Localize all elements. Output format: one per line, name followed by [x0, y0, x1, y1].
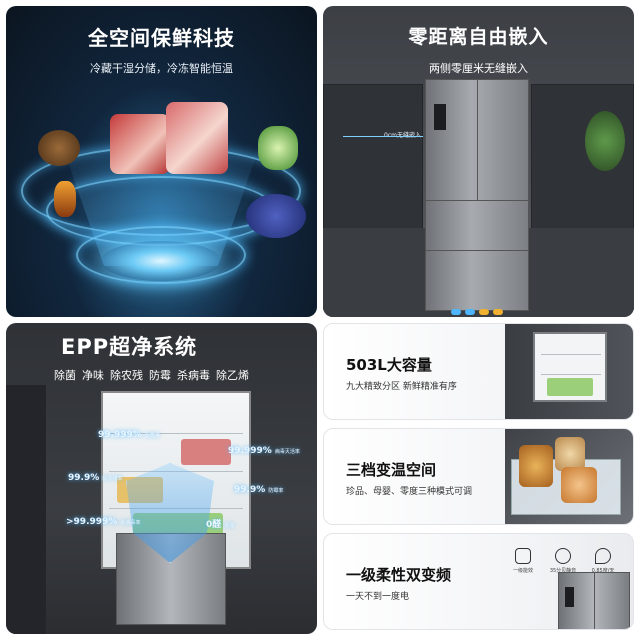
stat-value: 99.9% — [68, 473, 100, 483]
gap-indicator-line — [343, 136, 423, 137]
builtin-panel: 零距离自由嵌入 两侧零厘米无缝嵌入 0cm无缝嵌入 — [323, 6, 634, 317]
energy-rating-feature: 一级能效 — [508, 548, 538, 574]
builtin-title: 零距离自由嵌入 — [408, 26, 549, 48]
stat-label: 0醛 添加 — [206, 517, 234, 530]
power-feature: 0.85度/天 — [588, 548, 618, 574]
capacity-subtitle: 九大精致分区 新鲜精准有序 — [346, 382, 457, 392]
indicator-dot — [451, 309, 461, 315]
quiet-icon — [555, 548, 571, 564]
control-display — [434, 104, 446, 130]
stat-label: 99.9% 防霉率 — [234, 485, 283, 495]
stat-value: 99.999% — [98, 430, 142, 440]
stat-note: 杀病毒率 — [120, 520, 141, 526]
stat-note: 除农残率 — [102, 476, 123, 482]
feature-label: 35分贝静音 — [549, 568, 577, 574]
side-cabinet — [6, 385, 46, 634]
indicator-dot — [479, 309, 489, 315]
fridge-interior — [533, 332, 607, 402]
stat-note: 防霉率 — [268, 488, 284, 494]
stat-value: 99.9% — [234, 485, 266, 495]
capacity-title: 503L大容量 — [346, 356, 432, 374]
stat-value: >99.999% — [66, 517, 118, 527]
power-icon — [595, 548, 611, 564]
epp-panel: EPP超净系统 除菌 净味 除农残 防霉 杀病毒 除乙烯 99.999% 除菌率… — [6, 323, 317, 634]
variable-temp-subtitle: 珍品、母婴、零度三种模式可调 — [346, 487, 473, 497]
variable-temp-card: 三档变温空间 珍品、母婴、零度三种模式可调 — [323, 428, 634, 525]
shelf — [109, 433, 243, 434]
stat-note: 添加 — [224, 523, 235, 529]
epp-tag: 防霉 — [149, 369, 171, 382]
shelf — [541, 354, 601, 355]
quiet-feature: 35分贝静音 — [548, 548, 578, 574]
drawer-line — [426, 250, 528, 251]
inverter-card: 一级柔性双变频 一天不到一度电 一级能效 35分贝静音 0.85度/天 — [323, 533, 634, 630]
zero-gap-label: 0cm无缝嵌入 — [384, 130, 421, 139]
food-jar — [561, 467, 597, 503]
indicator-dot — [493, 309, 503, 315]
stat-label: 99.999% 病毒灭活率 — [228, 446, 300, 456]
drawer-thumbnail — [505, 429, 633, 524]
epp-tag: 杀病毒 — [177, 369, 210, 382]
epp-tag: 除农残 — [110, 369, 143, 382]
fridge-front-thumbnail — [558, 572, 630, 629]
blueberries-image — [246, 194, 306, 238]
food-jar — [555, 437, 585, 471]
capacity-card: 503L大容量 九大精致分区 新鲜精准有序 — [323, 323, 634, 420]
feature-label: 一级能效 — [512, 568, 533, 574]
open-fridge-thumbnail — [505, 324, 633, 419]
beef-steak-image — [110, 114, 170, 174]
lower-drawers — [116, 533, 226, 625]
marbled-beef-image — [166, 102, 228, 174]
control-display — [565, 587, 574, 607]
stat-note: 除菌率 — [144, 433, 160, 439]
fridge-door-seam — [594, 573, 595, 629]
indicator-dot — [465, 309, 475, 315]
drawer-line — [426, 200, 528, 201]
fridge-door-seam — [477, 80, 478, 200]
stat-label: 99.999% 除菌率 — [98, 430, 160, 440]
stat-note: 病毒灭活率 — [274, 449, 300, 455]
fresh-tech-panel: 全空间保鲜科技 冷藏干湿分储，冷冻智能恒温 — [6, 6, 317, 317]
builtin-subtitle: 两侧零厘米无缝嵌入 — [429, 62, 528, 75]
stat-value: 0醛 — [206, 520, 222, 530]
epp-tag-list: 除菌 净味 除农残 防霉 杀病毒 除乙烯 — [54, 367, 249, 383]
variable-temp-title: 三档变温空间 — [346, 461, 437, 479]
produce — [547, 378, 593, 396]
stat-value: 99.999% — [228, 446, 272, 456]
fresh-subtitle: 冷藏干湿分储，冷冻智能恒温 — [90, 62, 233, 75]
food-items — [181, 439, 231, 465]
food-jar — [519, 445, 553, 487]
cooling-disc — [101, 241, 221, 281]
epp-tag: 除乙烯 — [216, 369, 249, 382]
shelf — [541, 374, 601, 375]
builtin-fridge-image — [425, 79, 529, 311]
epp-tag: 净味 — [82, 369, 104, 382]
inverter-title: 一级柔性双变频 — [346, 566, 452, 584]
fruit-image — [54, 181, 76, 217]
plant-image — [585, 111, 625, 171]
stat-label: >99.999% 杀病毒率 — [66, 517, 140, 527]
mushroom-image — [38, 130, 80, 166]
glow-ring-inner — [76, 226, 246, 284]
fresh-title: 全空间保鲜科技 — [88, 26, 235, 50]
bok-choy-image — [258, 126, 298, 170]
epp-title: EPP超净系统 — [61, 335, 198, 359]
energy-icon — [515, 548, 531, 564]
feature-label: 0.85度/天 — [591, 568, 615, 574]
epp-tag: 除菌 — [54, 369, 76, 382]
feature-icon-row: 一级能效 35分贝静音 0.85度/天 — [508, 548, 618, 574]
inverter-subtitle: 一天不到一度电 — [346, 592, 410, 602]
stat-label: 99.9% 除农残率 — [68, 473, 122, 483]
